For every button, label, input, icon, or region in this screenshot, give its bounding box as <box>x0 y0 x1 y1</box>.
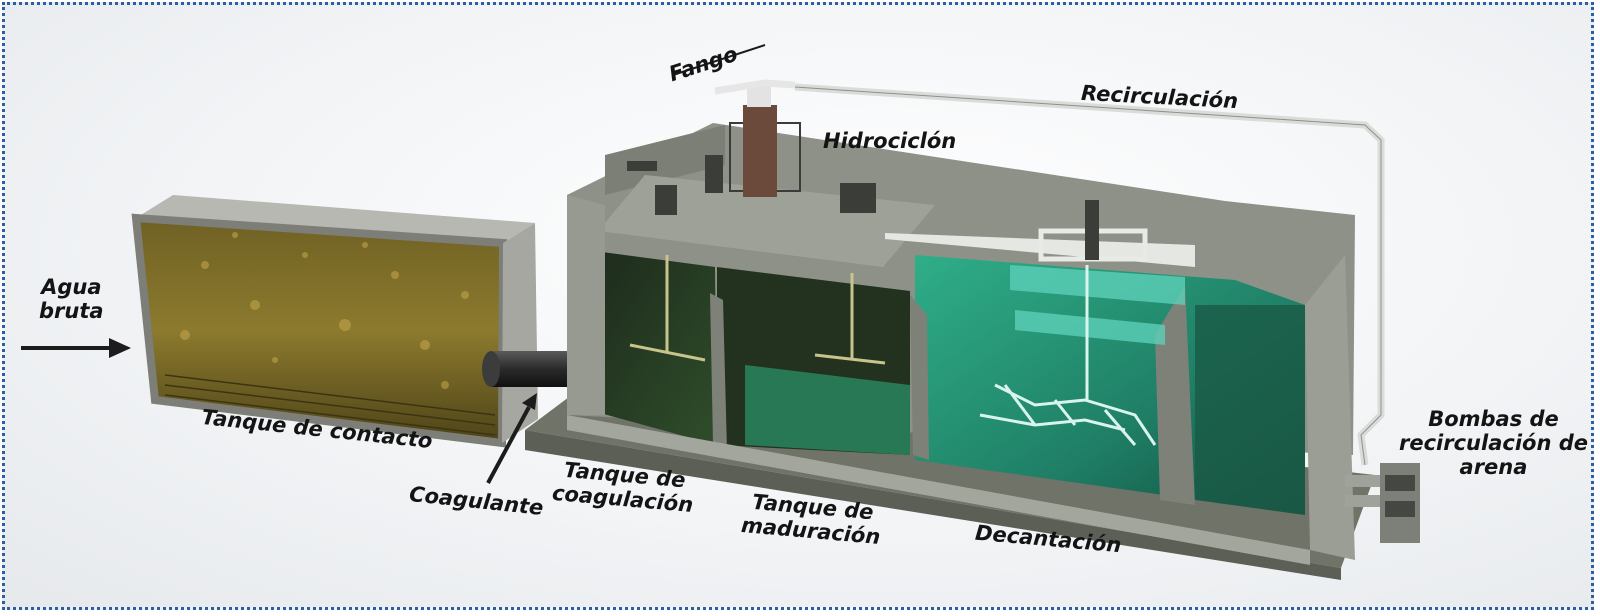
deck-equipment <box>627 155 876 215</box>
sludge-line <box>672 44 766 76</box>
scraper-bridge <box>885 200 1195 267</box>
coagulant-arrow <box>486 393 537 484</box>
hydrocyclone-label: Hidrociclón <box>823 129 957 153</box>
recirculation-pipe <box>794 83 1385 466</box>
connecting-pipe <box>482 351 579 387</box>
sand-pumps <box>1345 463 1420 543</box>
plant-illustration <box>21 44 1420 580</box>
lamellae <box>1010 265 1185 345</box>
mixers <box>629 255 886 365</box>
contact-tank <box>131 195 538 448</box>
sand-pumps-label: Bombas de recirculación de arena <box>1399 407 1588 479</box>
raw-water-label: Agua bruta <box>39 275 104 323</box>
main-structure <box>525 123 1375 580</box>
raw-water-arrow <box>21 338 131 358</box>
hydrocyclone <box>714 79 801 197</box>
rake <box>979 265 1157 446</box>
